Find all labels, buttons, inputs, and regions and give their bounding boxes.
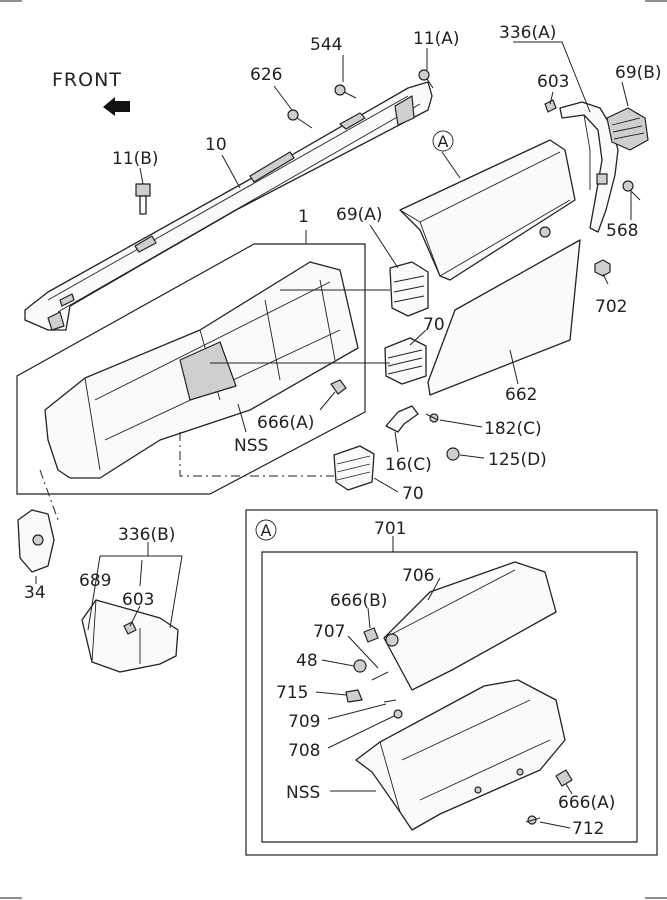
- callout-689: 689: [79, 571, 111, 591]
- inset-frame: [245, 509, 658, 856]
- leader-lines: [35, 41, 632, 631]
- callout-336b: 336(B): [118, 525, 175, 545]
- callout-11b: 11(B): [112, 149, 159, 169]
- inset-callout-712: 712: [572, 819, 604, 839]
- clip-603-low: [123, 621, 137, 635]
- screw-544: [334, 84, 357, 99]
- inset-inner-box: [261, 551, 638, 843]
- inset-rod-709: [383, 699, 397, 703]
- callout-125d: 125(D): [488, 450, 547, 470]
- upper-trim-panel: [24, 81, 433, 331]
- marker-a-top: A: [432, 130, 454, 152]
- inset-part-708: [393, 709, 403, 719]
- callout-nss-main: NSS: [234, 436, 268, 456]
- inset-callout-nss: NSS: [286, 783, 320, 803]
- dashed-leader: [39, 469, 59, 521]
- inset-callout-715: 715: [276, 683, 308, 703]
- clip-666a-main: [330, 379, 347, 395]
- vent-70-lower: [333, 445, 375, 491]
- nut-702: [594, 259, 611, 277]
- screw-626: [287, 109, 313, 129]
- callout-34: 34: [24, 583, 46, 603]
- marker-a-top-label: A: [438, 132, 449, 151]
- screw-182c: [425, 413, 439, 423]
- inset-callout-706: 706: [402, 566, 434, 586]
- inset-clip-666a: [555, 769, 573, 787]
- inset-callout-666a: 666(A): [558, 793, 615, 813]
- callout-69a: 69(A): [336, 205, 383, 225]
- callout-603-low: 603: [122, 590, 154, 610]
- side-cover-336b: [81, 599, 179, 673]
- glove-box-upper-housing: [399, 139, 576, 281]
- callout-662: 662: [505, 385, 537, 405]
- side-cap-34: [17, 509, 55, 573]
- callout-603-top: 603: [537, 72, 569, 92]
- inset-screw-712: [525, 815, 541, 825]
- callout-702: 702: [595, 297, 627, 317]
- screw-11a: [418, 69, 434, 89]
- inset-callout-709: 709: [288, 712, 320, 732]
- inset-callout-701: 701: [374, 519, 406, 539]
- callout-182c: 182(C): [484, 419, 542, 439]
- inset-callout-707: 707: [313, 622, 345, 642]
- inset-leader-lines: [315, 536, 573, 829]
- screw-568: [622, 180, 641, 201]
- callout-336a: 336(A): [499, 23, 556, 43]
- callout-626: 626: [250, 65, 282, 85]
- bracket-16c: [385, 405, 419, 433]
- bolt-11b: [135, 183, 151, 215]
- inset-callout-48: 48: [296, 651, 318, 671]
- side-cover-336a: [559, 101, 619, 233]
- inset-bracket-715: [345, 689, 363, 703]
- inset-lid-706: [383, 561, 557, 691]
- callout-568: 568: [606, 221, 638, 241]
- callout-69b: 69(B): [615, 63, 662, 83]
- inset-pin-707: [371, 671, 389, 681]
- callout-544: 544: [310, 35, 342, 55]
- inset-marker-a: A: [255, 519, 277, 541]
- screw-125d: [446, 447, 460, 461]
- vent-69a: [389, 261, 429, 317]
- inset-callout-666b: 666(B): [330, 591, 387, 611]
- callout-11a: 11(A): [413, 29, 460, 49]
- callout-16c: 16(C): [385, 455, 432, 475]
- vent-70-upper: [384, 337, 427, 385]
- glove-box-lid-662: [427, 239, 581, 396]
- instrument-panel-box: [16, 243, 366, 495]
- inset-callout-708: 708: [288, 741, 320, 761]
- callout-70-lower: 70: [402, 484, 424, 504]
- inset-part-48: [353, 659, 367, 673]
- instrument-panel-1: [44, 261, 359, 479]
- inset-glove-box-nss: [355, 679, 566, 831]
- callout-70-upper: 70: [423, 315, 445, 335]
- callout-1: 1: [298, 207, 309, 227]
- inset-clip-666b: [363, 627, 379, 643]
- callout-666a-main: 666(A): [257, 413, 314, 433]
- inset-marker-label: A: [261, 521, 272, 540]
- front-arrow-icon: [103, 97, 130, 116]
- callout-10: 10: [205, 135, 227, 155]
- vent-69b: [606, 107, 649, 151]
- front-label: FRONT: [52, 69, 122, 91]
- dashed-leader: [179, 432, 334, 477]
